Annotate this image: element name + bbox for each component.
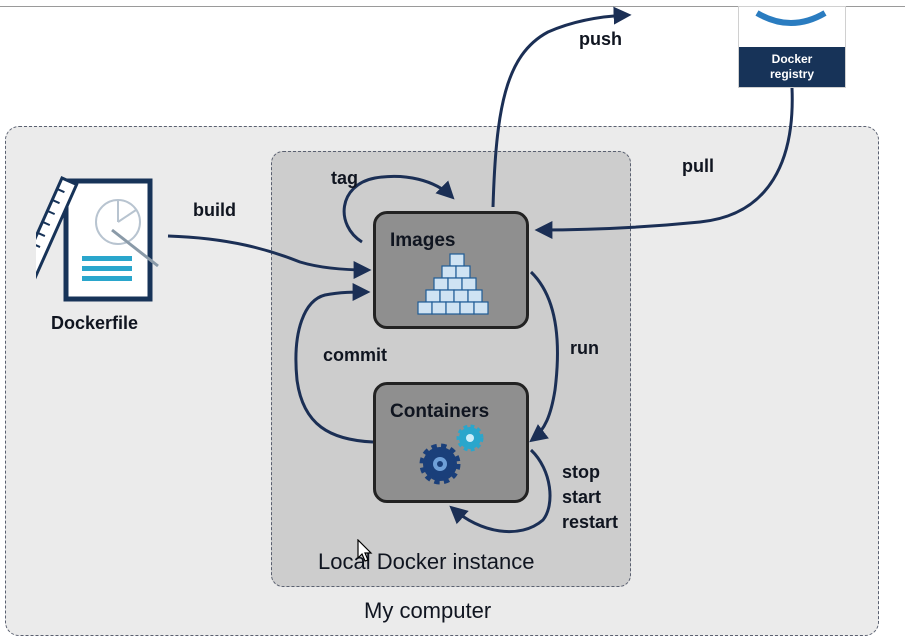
restart-label: restart <box>562 512 619 532</box>
commit-label: commit <box>323 345 388 365</box>
push-arrow <box>491 6 632 208</box>
pull-arrow <box>534 87 794 239</box>
dockerfile-icon <box>36 176 159 302</box>
images-label: Images <box>390 230 456 251</box>
tag-arrow <box>342 174 455 244</box>
registry-logo-icon <box>755 10 827 26</box>
pull-label: pull <box>682 156 714 176</box>
restart-arrow <box>449 448 552 534</box>
run-arrow <box>529 270 559 443</box>
registry-label-line2: registry <box>769 67 815 81</box>
containers-label: Containers <box>390 401 490 422</box>
stop-label: stop <box>562 462 600 482</box>
top-divider <box>0 6 905 7</box>
image-layers-icon <box>417 253 489 315</box>
start-label: start <box>562 487 602 507</box>
registry-label: Docker registry <box>739 47 845 87</box>
dockerfile-label: Dockerfile <box>51 313 139 333</box>
gears-icon <box>419 424 484 485</box>
docker-registry-node: Docker registry <box>738 6 846 88</box>
local-docker-instance-label: Local Docker instance <box>318 549 535 574</box>
my-computer-label: My computer <box>364 598 492 623</box>
commit-arrow <box>294 283 374 444</box>
tag-label: tag <box>331 168 358 188</box>
build-label: build <box>193 200 236 220</box>
run-label: run <box>570 338 599 358</box>
registry-label-line1: Docker <box>771 52 813 66</box>
build-arrow <box>167 234 372 279</box>
mouse-cursor-icon <box>357 539 373 562</box>
push-label: push <box>579 29 622 49</box>
containers-node: Containers <box>373 382 529 503</box>
